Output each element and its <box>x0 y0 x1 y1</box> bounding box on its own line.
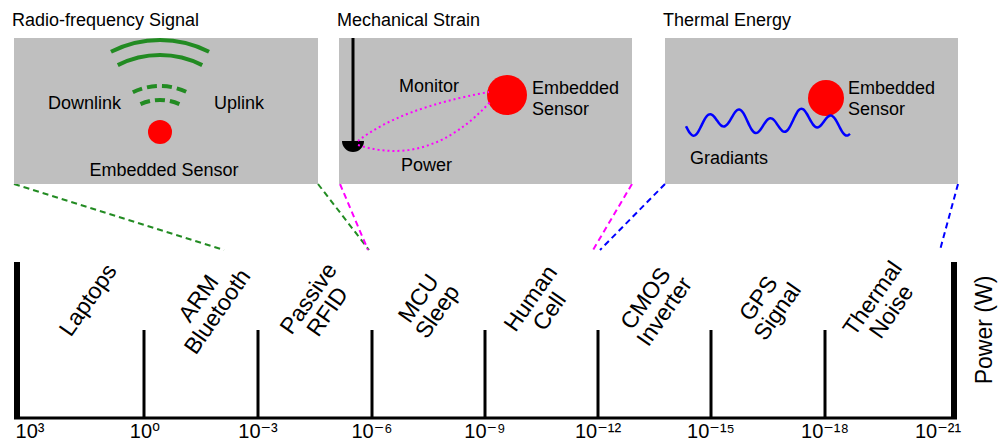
panel-label: Power <box>401 155 452 176</box>
scale-category: CMOS Inverter <box>607 251 702 359</box>
tick-value: 10⁻¹⁸ <box>801 421 849 441</box>
energy-panel: Mechanical StrainMonitorEmbedded SensorP… <box>339 38 632 184</box>
axis-tick <box>597 330 600 418</box>
leader-line <box>318 184 369 250</box>
radio-wave <box>133 86 187 92</box>
thermal-gradient <box>686 109 850 136</box>
radio-wave <box>140 100 179 104</box>
scale-category: Passive RFID <box>270 251 365 359</box>
axis-tick <box>371 330 374 418</box>
panel-label: Downlink <box>48 93 121 114</box>
energy-panel: Radio-frequency SignalDownlinkUplinkEmbe… <box>14 38 318 184</box>
axis-title: Power (W) <box>973 276 996 385</box>
tick-value: 10⁻³ <box>238 421 277 441</box>
scale-category: Thermal Noise <box>834 251 929 359</box>
scale-category: Human Cell <box>498 259 582 351</box>
scale-category: ARM Bluetooth <box>157 246 259 364</box>
panel-label: Monitor <box>399 76 459 97</box>
tick-value: 10³ <box>16 421 45 441</box>
tick-value: 10⁻¹⁵ <box>687 421 735 441</box>
axis-tick <box>484 330 487 418</box>
axis-tick <box>257 330 260 418</box>
panel-title: Thermal Energy <box>663 10 791 31</box>
tick-value: 10⁰ <box>130 421 160 441</box>
tick-value: 10⁻²¹ <box>915 421 961 441</box>
panel-title: Mechanical Strain <box>337 10 480 31</box>
leader-line <box>14 184 224 250</box>
tick-value: 10⁻⁹ <box>464 421 505 441</box>
leader-line <box>593 184 632 250</box>
radio-wave <box>118 55 202 65</box>
panel-label: Embedded Sensor <box>89 160 238 181</box>
monitor-link <box>358 92 489 141</box>
panel-label: Embedded Sensor <box>848 78 944 119</box>
axis-end-bar <box>14 262 20 419</box>
panel-label: Gradiants <box>690 148 768 169</box>
tick-value: 10⁻¹² <box>575 421 621 441</box>
embedded-sensor-dot <box>808 80 844 116</box>
scale-category: GPS Signal <box>726 259 810 351</box>
scale-category: MCU Sleep <box>386 259 470 351</box>
scale-category: Laptops <box>55 260 121 340</box>
panel-label: Uplink <box>214 93 264 114</box>
probe-tip <box>342 141 364 152</box>
energy-panel: Thermal EnergyEmbedded SensorGradiants <box>665 38 958 184</box>
power-link <box>358 102 490 151</box>
leader-line <box>940 184 958 250</box>
tick-value: 10⁻⁶ <box>351 421 392 441</box>
radio-wave <box>111 40 209 52</box>
axis-ticks <box>144 330 825 418</box>
axis-tick <box>824 330 827 418</box>
leader-line <box>600 184 665 250</box>
probe-rod <box>352 38 355 141</box>
embedded-sensor-dot <box>487 75 527 115</box>
embedded-sensor-dot <box>148 120 172 144</box>
leader-line <box>340 184 368 250</box>
panel-title: Radio-frequency Signal <box>12 10 199 31</box>
axis-tick <box>710 330 713 418</box>
axis-end-bar <box>951 262 957 419</box>
panel-label: Embedded Sensor <box>532 78 628 119</box>
axis-tick <box>143 330 146 418</box>
